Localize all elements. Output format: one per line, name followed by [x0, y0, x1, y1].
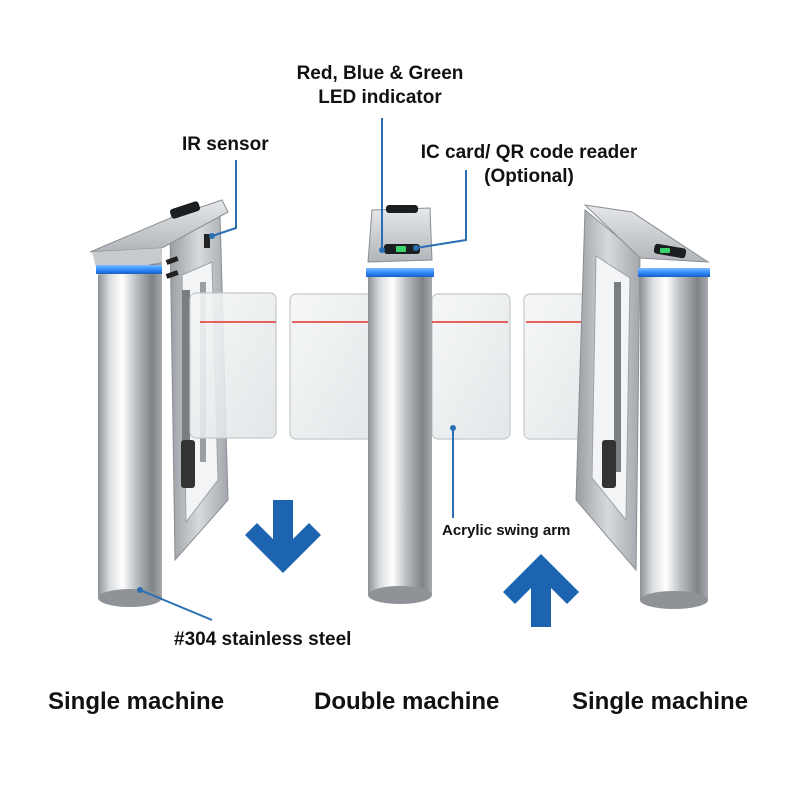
ir-sensor-leader [211, 160, 237, 237]
down-arrow-icon [245, 500, 321, 573]
led-indicator-line1: Red, Blue & Green [296, 63, 464, 84]
card-reader-line1: IC card/ QR code reader [420, 142, 638, 163]
caption-middle: Double machine [314, 688, 500, 715]
ir-sensor-label: IR sensor [182, 134, 269, 155]
steel-leader [139, 589, 213, 621]
card-reader-leader [415, 170, 467, 249]
leader-lines [139, 118, 467, 621]
steel-label: #304 stainless steel [174, 629, 352, 650]
caption-right: Single machine [572, 688, 749, 715]
swing-arm-label: Acrylic swing arm [442, 522, 571, 539]
leader-dots [137, 233, 456, 593]
led-indicator-line2: LED indicator [318, 87, 442, 108]
middle-double-machine [289, 205, 511, 604]
right-single-machine [523, 204, 710, 609]
up-arrow-icon [503, 554, 579, 627]
card-reader-line2: (Optional) [484, 166, 574, 187]
led-indicator-label: Red, Blue & Green LED indicator [270, 62, 490, 110]
caption-left: Single machine [48, 688, 225, 715]
card-reader-label: IC card/ QR code reader (Optional) [404, 141, 654, 189]
left-single-machine [89, 199, 277, 607]
